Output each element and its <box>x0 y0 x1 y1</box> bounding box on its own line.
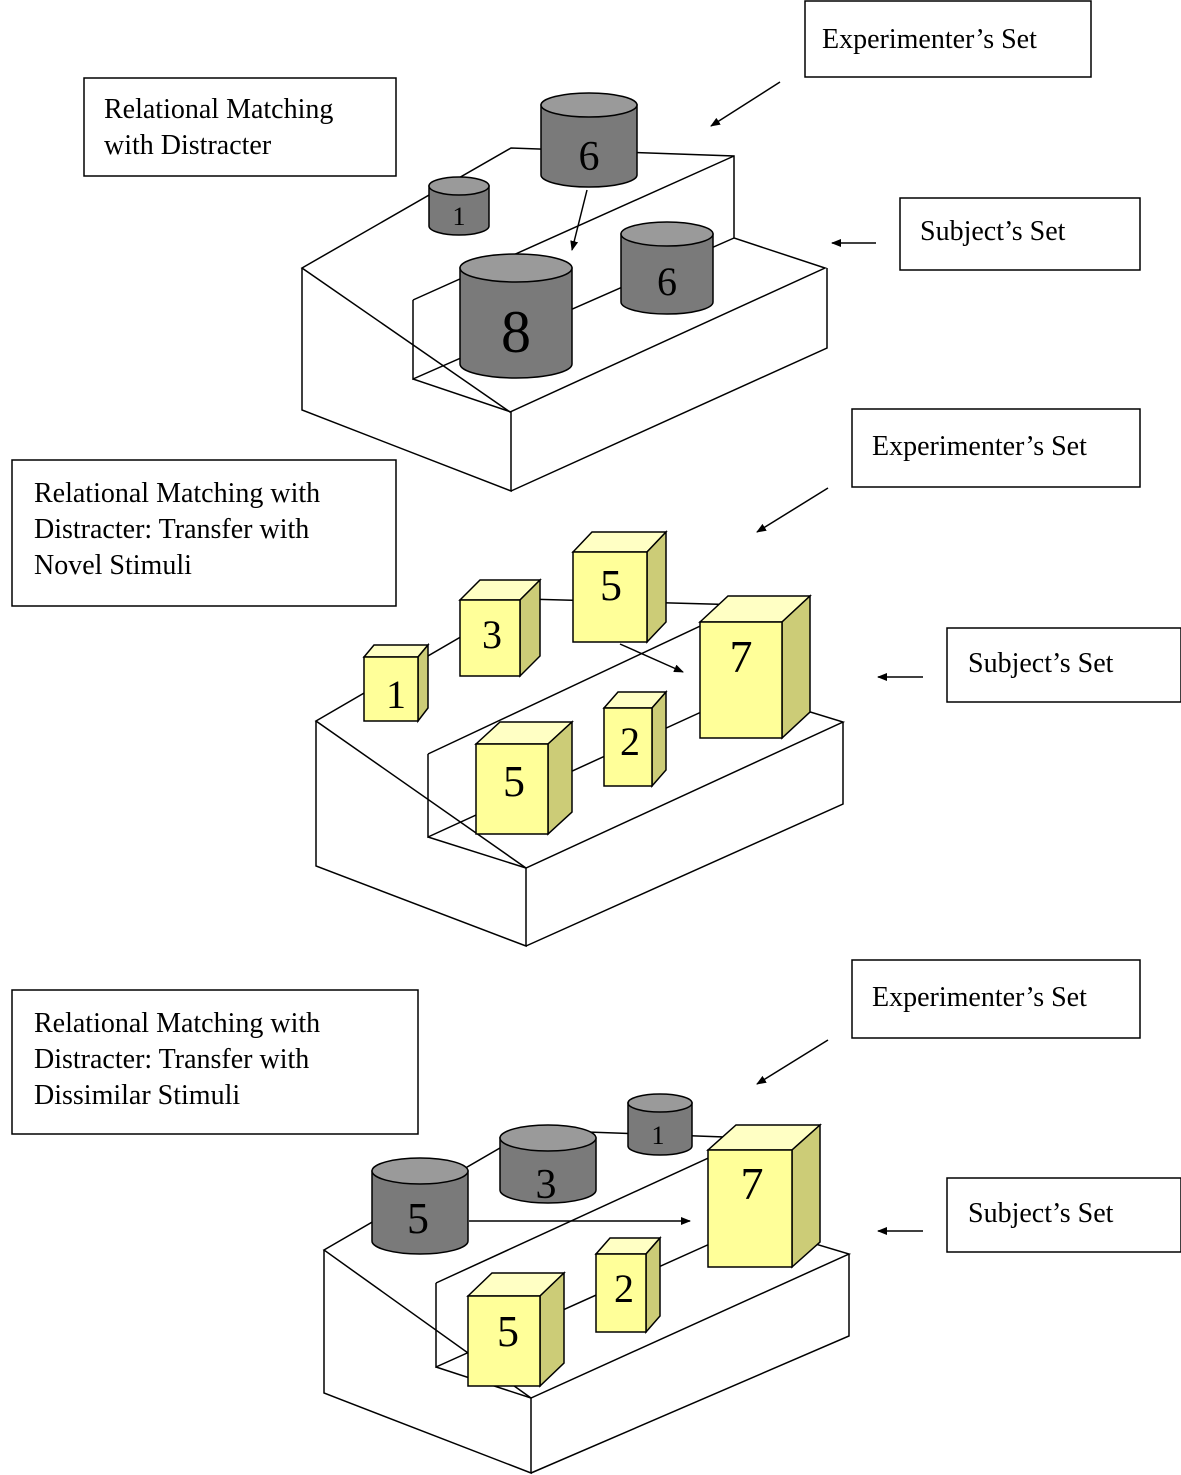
panel-2-experimenter-label-box: Experimenter’s Set <box>851 408 1141 488</box>
cylinder-8-subject: 8 <box>459 253 573 379</box>
panel-2-title-box: Relational Matching with Distracter: Tra… <box>11 459 397 607</box>
panel-3-experimenter-arrow <box>756 1039 829 1085</box>
panel-1-subject-label-box: Subject’s Set <box>899 197 1141 271</box>
panel-3-number-5-subject: 5 <box>497 1307 519 1356</box>
panel-2-match-arrow <box>619 643 684 673</box>
panel-1: Relational Matching with Distracter Expe… <box>83 0 1141 493</box>
panel-2-number-3: 3 <box>482 612 502 657</box>
panel-1-title-line-1: Relational Matching <box>104 94 333 125</box>
panel-3-number-7: 7 <box>741 1158 764 1209</box>
cube-2-panel-3: 2 <box>594 1236 662 1334</box>
cylinder-1-panel-3: 1 <box>627 1093 693 1156</box>
cube-5-subject: 5 <box>474 720 574 836</box>
panel-1-number-8-subject: 8 <box>501 299 531 365</box>
cube-3: 3 <box>458 578 542 678</box>
panel-3-title-line-1: Relational Matching with <box>34 1008 320 1039</box>
cylinder-1: 1 <box>428 176 490 236</box>
panel-3-experimenter-label: Experimenter’s Set <box>872 982 1087 1013</box>
panel-1-title-box: Relational Matching with Distracter <box>83 77 397 177</box>
panel-1-match-arrow <box>570 189 588 251</box>
panel-2-title-line-3: Novel Stimuli <box>34 550 192 581</box>
cube-5-panel-3: 5 <box>466 1271 566 1388</box>
panel-1-number-6-subject: 6 <box>657 259 677 304</box>
panel-1-title-line-2: with Distracter <box>104 130 272 161</box>
cylinder-6-experimenter: 6 <box>540 92 638 188</box>
panel-3-number-1: 1 <box>652 1121 665 1150</box>
panel-3-title-box: Relational Matching with Distracter: Tra… <box>11 989 419 1135</box>
panel-2-experimenter-arrow <box>756 487 829 533</box>
panel-1-experimenter-arrow <box>710 81 781 127</box>
cylinder-5: 5 <box>371 1157 469 1255</box>
panel-2-number-1: 1 <box>386 672 406 717</box>
cube-5-experimenter: 5 <box>571 530 668 644</box>
panel-2-number-7: 7 <box>730 631 753 682</box>
panel-3-number-5-experimenter: 5 <box>407 1194 429 1243</box>
panel-2-number-5-subject: 5 <box>503 757 525 806</box>
panel-2-experimenter-label: Experimenter’s Set <box>872 431 1087 462</box>
cylinder-3: 3 <box>499 1124 597 1208</box>
panel-2-number-5-experimenter: 5 <box>600 561 622 610</box>
panel-1-subject-label: Subject’s Set <box>920 216 1066 247</box>
panel-3-title-line-3: Dissimilar Stimuli <box>34 1080 240 1111</box>
panel-3-number-3: 3 <box>536 1162 557 1208</box>
panel-3-title-line-2: Distracter: Transfer with <box>34 1044 309 1075</box>
cube-7: 7 <box>698 594 812 740</box>
panel-2-subject-label-box: Subject’s Set <box>946 627 1181 703</box>
panel-2: Relational Matching with Distracter: Tra… <box>11 408 1181 948</box>
panel-2-subject-label: Subject’s Set <box>968 648 1114 679</box>
panel-3: Relational Matching with Distracter: Tra… <box>11 959 1181 1475</box>
panel-1-experimenter-label: Experimenter’s Set <box>822 24 1037 55</box>
panel-2-title-line-1: Relational Matching with <box>34 478 320 509</box>
panel-3-number-2: 2 <box>614 1266 634 1311</box>
panel-1-number-6-experimenter: 6 <box>579 134 600 180</box>
cube-7-panel-3: 7 <box>706 1123 822 1269</box>
cube-2: 2 <box>602 690 668 788</box>
panel-1-number-1: 1 <box>453 202 466 231</box>
panel-3-subject-label-box: Subject’s Set <box>946 1177 1181 1253</box>
cube-1: 1 <box>362 642 430 724</box>
panel-2-number-2: 2 <box>620 719 640 764</box>
panel-3-subject-label: Subject’s Set <box>968 1198 1114 1229</box>
panel-3-experimenter-label-box: Experimenter’s Set <box>851 959 1141 1039</box>
panel-2-title-line-2: Distracter: Transfer with <box>34 514 309 545</box>
cylinder-6-subject: 6 <box>620 221 714 315</box>
panel-1-experimenter-label-box: Experimenter’s Set <box>804 0 1092 78</box>
